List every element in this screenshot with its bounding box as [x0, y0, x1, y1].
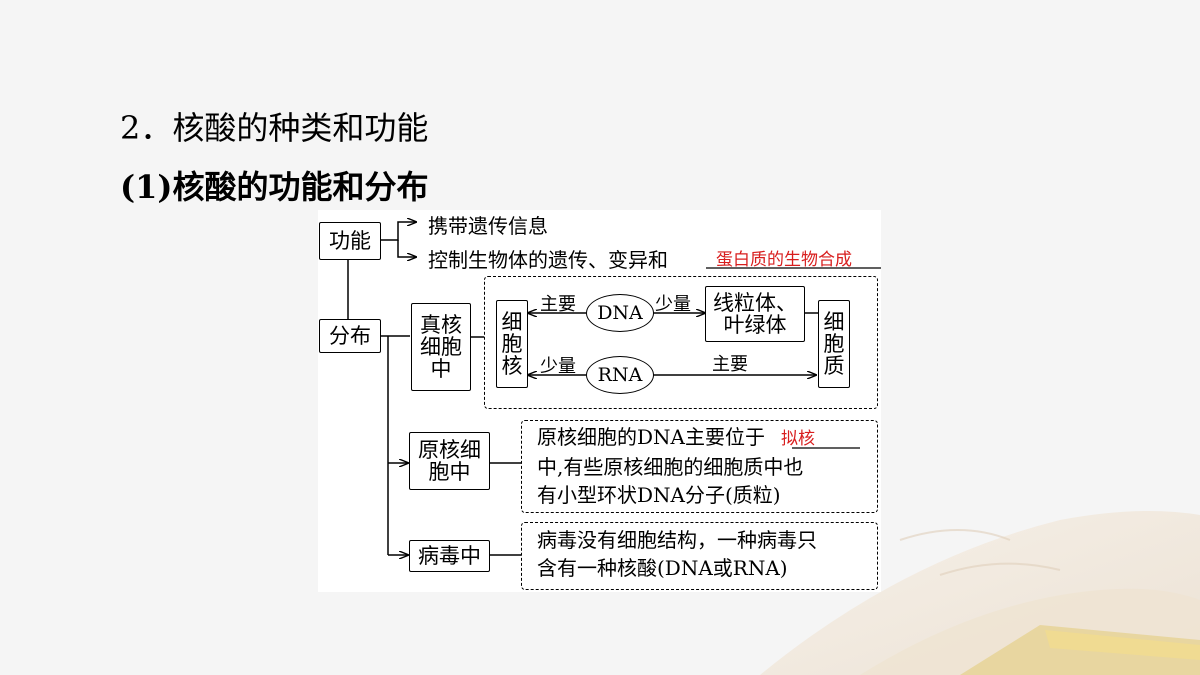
label-little-rna: 少量: [540, 356, 576, 377]
rna-oval: RNA: [586, 356, 654, 394]
prokaryote-text-line2: 中,有些原核细胞的细胞质中也: [537, 455, 804, 479]
function-blank-answer: 蛋白质的生物合成: [716, 250, 852, 270]
prokaryote-dashed-region: [521, 420, 878, 513]
label-little-dna: 少量: [655, 294, 691, 315]
virus-text-line1: 病毒没有细胞结构，一种病毒只: [537, 528, 817, 552]
virus-box: 病毒中: [409, 540, 490, 572]
distribution-box: 分布: [319, 319, 381, 353]
function-item-genetic-info: 携带遗传信息: [428, 214, 548, 238]
section-heading: 2．核酸的种类和功能: [120, 109, 429, 147]
prokaryote-description: 原核细胞的DNA主要位于拟核 中,有些原核细胞的细胞质中也 有小型环状DNA分子…: [537, 423, 815, 509]
subsection-heading: (1)核酸的功能和分布: [120, 168, 429, 206]
cytoplasm-box: 细胞质: [818, 300, 850, 388]
nucleic-acid-concept-map: 功能 携带遗传信息 控制生物体的遗传、变异和 蛋白质的生物合成 分布 真核细胞中…: [318, 210, 881, 592]
prokaryote-text-part1: 原核细胞的DNA主要位于: [537, 425, 765, 449]
connector-lines: [347, 210, 881, 592]
function-box: 功能: [319, 222, 381, 260]
eukaryote-box: 真核细胞中: [411, 303, 471, 391]
label-main-dna: 主要: [540, 294, 576, 315]
eukaryote-dashed-region: [484, 276, 878, 409]
function-item-control: 控制生物体的遗传、变异和: [428, 248, 668, 272]
virus-text-line2: 含有一种核酸(DNA或RNA): [537, 556, 788, 580]
prokaryote-text-line3: 有小型环状DNA分子(质粒): [537, 483, 781, 507]
dna-oval: DNA: [586, 294, 654, 332]
nucleus-box: 细胞核: [496, 300, 528, 388]
label-main-rna: 主要: [712, 354, 748, 375]
mito-chloroplast-box: 线粒体、叶绿体: [705, 286, 805, 342]
virus-dashed-region: [521, 522, 878, 590]
prokaryote-blank-answer: 拟核: [780, 429, 815, 449]
virus-description: 病毒没有细胞结构，一种病毒只 含有一种核酸(DNA或RNA): [537, 526, 817, 582]
prokaryote-box: 原核细胞中: [409, 432, 490, 490]
